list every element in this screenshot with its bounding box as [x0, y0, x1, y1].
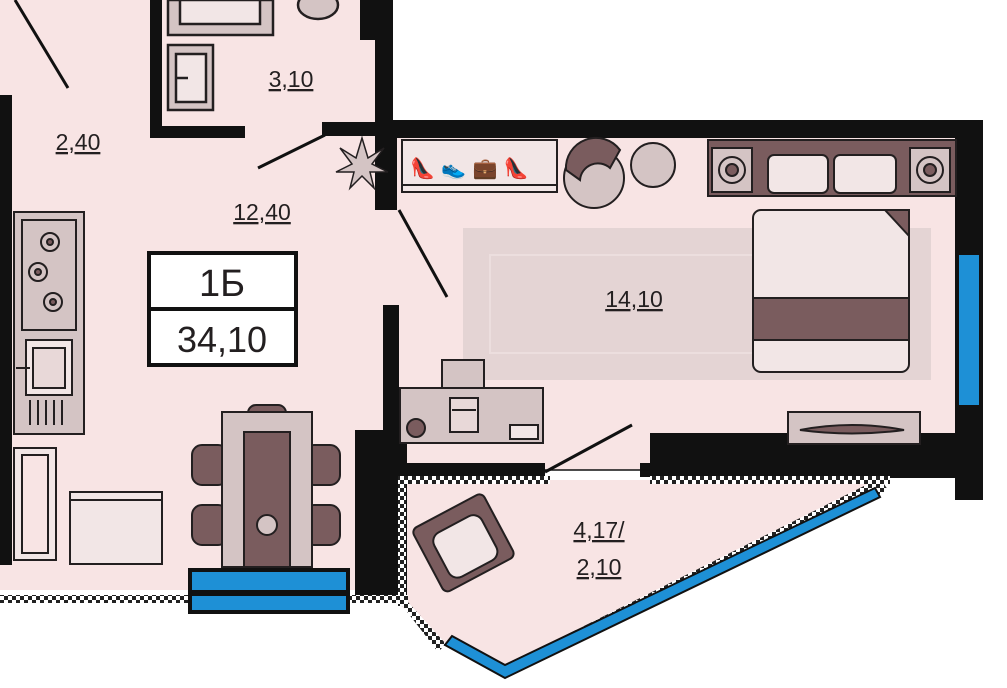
cabinet	[69, 491, 163, 565]
tv-stand	[787, 411, 921, 445]
mattress	[752, 209, 910, 373]
kitchen-area-label: 12,40	[233, 199, 291, 225]
balcony-window	[443, 486, 882, 680]
blanket-stripe	[752, 297, 910, 341]
bed	[707, 139, 957, 373]
pillow-left	[767, 154, 829, 194]
wardrobe-shelf: 👠 👟 💼 👠	[401, 139, 558, 193]
apartment-type: 1Б	[199, 263, 245, 305]
balcony-area-label-line2: 2,10	[577, 554, 622, 580]
shoe-icons: 👠 👟 💼 👠	[410, 156, 529, 180]
bathroom-fixtures	[166, 0, 340, 112]
apartment-total-area: 34,10	[177, 319, 267, 360]
nightstand-lamp-left	[711, 147, 753, 193]
nightstand-lamp-right	[909, 147, 951, 193]
bathroom-area-label: 3,10	[269, 66, 314, 92]
balcony-area-label-line1: 4,17/	[573, 517, 625, 543]
bedroom-area-label: 14,10	[605, 286, 663, 312]
pillow-right	[833, 154, 897, 194]
dining-set	[191, 404, 341, 568]
round-table	[630, 142, 676, 188]
stove-burners	[28, 232, 63, 312]
balcony-floor	[400, 480, 880, 678]
windows	[188, 250, 983, 680]
plant-icon	[335, 135, 389, 191]
kitchen-counter	[13, 211, 163, 565]
walls	[0, 0, 983, 602]
hall-area-label: 2,40	[56, 129, 101, 155]
armchair-set	[563, 136, 676, 209]
wall-left	[0, 95, 12, 565]
toilet	[296, 0, 340, 21]
desk	[399, 359, 544, 444]
doors	[13, 0, 650, 474]
apartment-tag: 1Б 34,10	[147, 251, 298, 367]
balcony-armchair	[412, 493, 515, 593]
